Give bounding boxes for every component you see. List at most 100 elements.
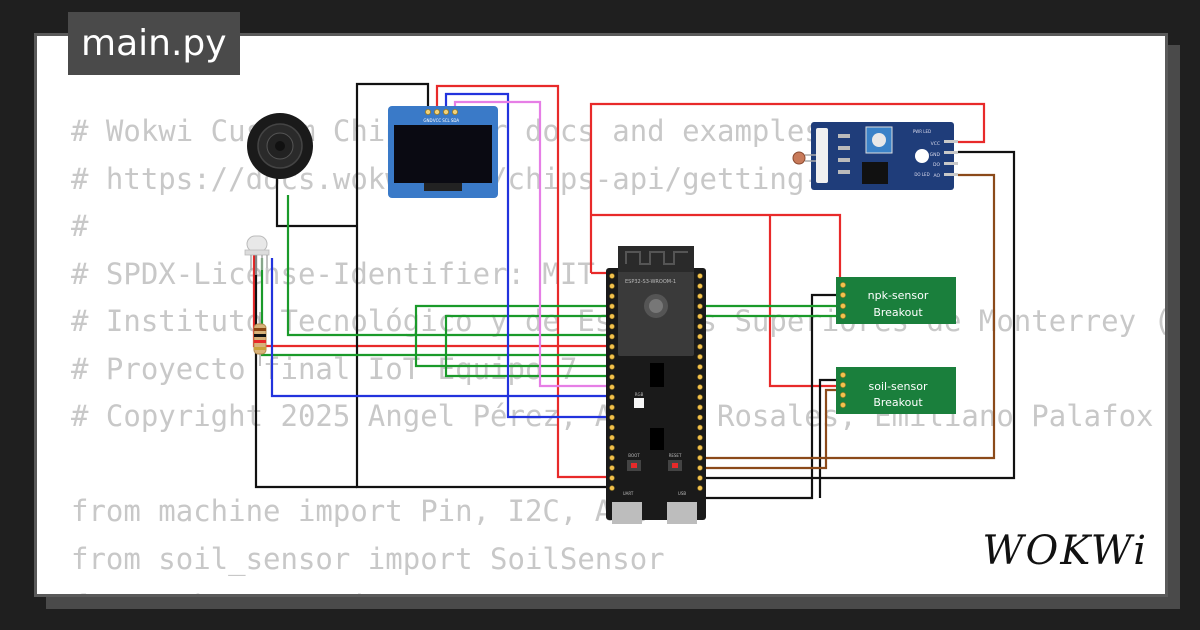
wire-soil-vcc[interactable] (768, 215, 840, 388)
oled-pin-gnd: GND (423, 118, 432, 123)
esp32-pin (697, 414, 703, 421)
esp32-pin (697, 333, 703, 340)
esp32-pin (609, 333, 615, 340)
esp32-pin (609, 434, 615, 441)
code-line: # (71, 209, 89, 243)
esp32-pin (609, 475, 615, 481)
wire-soil-ao[interactable] (700, 388, 840, 470)
ldr-module[interactable]: PWR LED DO LED VCC GND DO AO (792, 122, 958, 190)
esp32-pin (609, 293, 615, 299)
esp32-board[interactable]: ESP32-S3-WROOM-1 RGB BOOT RESET UART USB (606, 246, 706, 524)
file-tab[interactable]: main.py (68, 12, 240, 75)
oled-pin-vcc: VCC (433, 118, 442, 123)
wokwi-logo: WOKWi (982, 528, 1148, 574)
esp32-pin (609, 394, 615, 400)
esp32-pin (697, 374, 703, 380)
esp32-boot-button[interactable]: BOOT (627, 453, 641, 471)
ldr-pin-vcc: VCC (931, 141, 940, 147)
esp32-pin (609, 404, 615, 410)
esp32-pin (609, 485, 615, 491)
pwr-led-label: PWR LED (913, 129, 931, 134)
ldr-pin-ao: AO (933, 173, 940, 179)
esp32-pin (697, 475, 703, 481)
soil-breakout-subtitle: Breakout (873, 396, 923, 409)
esp32-pin (697, 394, 703, 400)
esp32-pin (697, 364, 703, 370)
wire-ldr-gnd[interactable] (700, 150, 1016, 480)
usb-port[interactable] (667, 502, 697, 524)
esp32-pin (697, 485, 703, 491)
esp32-pin (609, 364, 615, 370)
esp32-pin (609, 465, 615, 471)
uart-usb-port[interactable] (612, 502, 642, 524)
esp32-model-label: ESP32-S3-WROOM-1 (625, 279, 676, 285)
code-line: from soil_sensor import SoilSensor (71, 541, 665, 576)
soil-sensor-breakout[interactable]: soil-sensor Breakout (836, 367, 956, 414)
oled-pin-scl: SCL (442, 118, 450, 123)
npk-breakout-subtitle: Breakout (873, 306, 923, 319)
esp32-pin (609, 445, 615, 451)
esp32-pin (697, 445, 703, 451)
esp32-pin (609, 384, 615, 390)
esp32-reset-button[interactable]: RESET (668, 453, 682, 471)
buzzer[interactable] (247, 113, 313, 179)
esp32-pin (609, 303, 615, 309)
esp32-pins-right (697, 273, 703, 491)
esp32-pin (697, 283, 703, 289)
wire-led-blue[interactable] (270, 258, 612, 398)
wire-ldr-vcc[interactable] (589, 102, 986, 273)
code-line: # https://docs.wokwi.com/chips-api/getti… (71, 161, 944, 196)
esp32-pin (609, 273, 615, 279)
esp32-pin (697, 273, 703, 279)
esp32-pin (697, 455, 703, 461)
esp32-pin (697, 354, 703, 360)
esp32-pin (697, 404, 703, 410)
reset-button-label: RESET (669, 453, 682, 458)
code-background: # Wokwi Custom Chips: for docs and examp… (71, 108, 1165, 594)
rgb-led[interactable] (244, 235, 270, 275)
boot-button-label: BOOT (628, 453, 640, 458)
code-line: from npk_sensor import NPKSensor (71, 583, 1165, 594)
esp32-pin (609, 323, 615, 330)
esp32-pin (697, 303, 703, 309)
esp32-pin (609, 313, 615, 320)
npk-breakout-title: npk-sensor (868, 289, 929, 302)
esp32-rgb-label: RGB (635, 392, 644, 397)
wire-npk-vcc[interactable] (591, 213, 842, 283)
wire-oled-vcc[interactable] (435, 84, 612, 479)
soil-breakout-title: soil-sensor (869, 380, 928, 393)
esp32-pins-left (609, 273, 615, 491)
esp32-pin (697, 384, 703, 390)
code-line: # Proyecto final IoT Equipo 7 (71, 351, 578, 386)
resistor[interactable] (253, 312, 267, 366)
wire-buzzer-signal[interactable] (286, 195, 612, 337)
esp32-pin (609, 344, 615, 350)
esp32-pin (609, 374, 615, 380)
uart-port-label: UART (623, 491, 634, 496)
wire-buzzer-gnd[interactable] (275, 170, 357, 228)
do-led-label: DO LED (914, 172, 929, 177)
ldr-pin-do: DO (933, 162, 940, 168)
wire-oled-gnd[interactable] (355, 82, 612, 489)
oled-pin-sda: SDA (451, 118, 460, 123)
code-line: # SPDX-License-Identifier: MIT (71, 256, 595, 291)
wire-led-green[interactable] (260, 258, 612, 357)
usb-port-label: USB (678, 491, 686, 496)
esp32-pin (609, 283, 615, 289)
esp32-pin (609, 424, 615, 431)
wire-oled-scl[interactable] (444, 92, 612, 419)
esp32-pin (697, 323, 703, 330)
esp32-pin (697, 344, 703, 350)
esp32-pin (609, 354, 615, 360)
esp32-pin (697, 293, 703, 299)
wire-ldr-ao[interactable] (700, 173, 996, 460)
ldr-pin-gnd: GND (930, 152, 941, 158)
esp32-pin (697, 434, 703, 441)
esp32-pin (697, 465, 703, 471)
esp32-pin (609, 414, 615, 421)
npk-sensor-breakout[interactable]: npk-sensor Breakout (836, 277, 956, 324)
esp32-pin (697, 313, 703, 320)
wire-npk-gnd[interactable] (700, 293, 840, 500)
oled-display[interactable]: GND VCC SCL SDA (388, 106, 498, 198)
